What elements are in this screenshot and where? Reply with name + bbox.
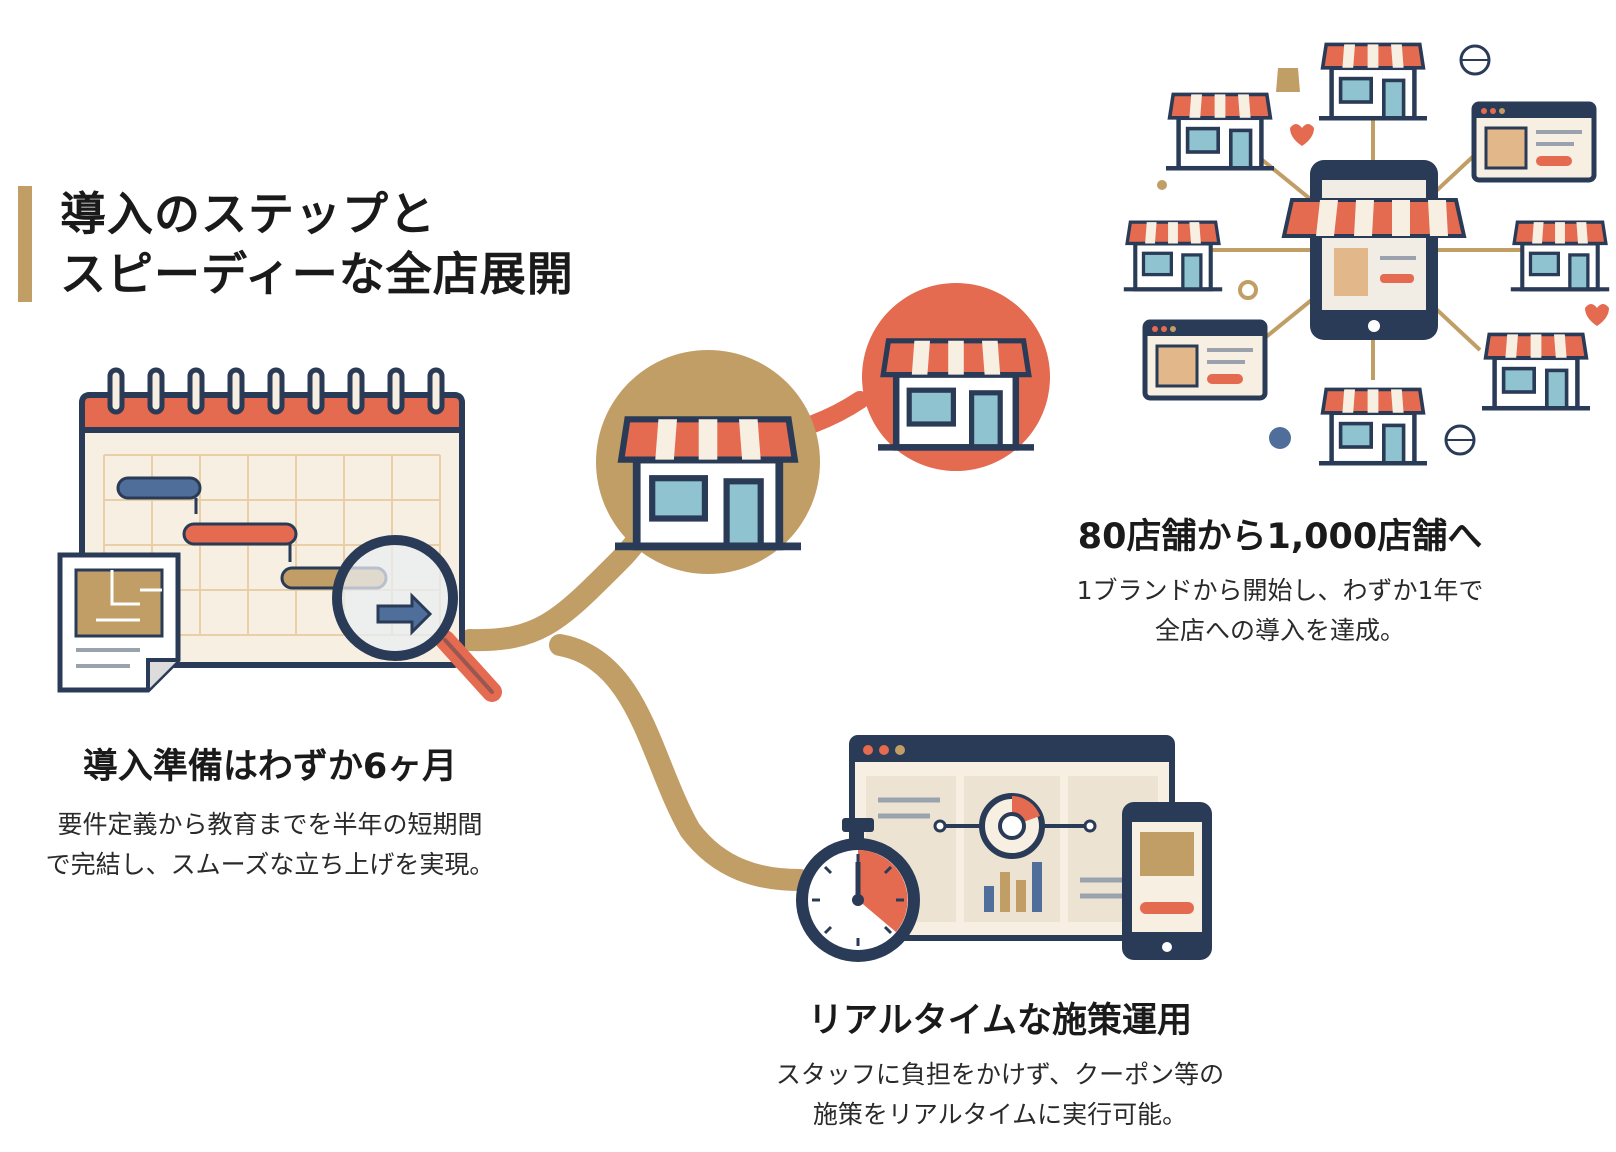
realtime-dashboard-icon	[796, 735, 1212, 962]
blueprint-document-icon	[57, 552, 181, 693]
step-realtime-description: スタッフに負担をかけず、クーポン等の 施策をリアルタイムに実行可能。	[760, 1055, 1240, 1135]
store-coral-circle-icon	[862, 283, 1050, 471]
page-title: 導入のステップと スピーディーな全店展開	[60, 184, 574, 304]
step-realtime-heading: リアルタイムな施策運用	[808, 1001, 1192, 1041]
store-network-icon	[1124, 44, 1609, 463]
store-gold-circle-icon	[596, 350, 820, 574]
step-preparation-heading: 導入準備はわずか6ヶ月	[82, 747, 458, 787]
step-expansion: 80店舗から1,000店舗へ 1ブランドから開始し、わずか1年で 全店への導入を…	[1060, 508, 1500, 651]
page-title-line-2: スピーディーな全店展開	[60, 247, 574, 301]
step-expansion-desc-line-2: 全店への導入を達成。	[1154, 616, 1405, 645]
magnifier-icon	[332, 535, 502, 702]
step-preparation-desc-line-2: で完結し、スムーズな立ち上げを実現。	[45, 850, 495, 879]
step-preparation: 導入準備はわずか6ヶ月 要件定義から教育までを半年の短期間 で完結し、スムーズな…	[40, 738, 500, 885]
step-realtime: リアルタイムな施策運用 スタッフに負担をかけず、クーポン等の 施策をリアルタイム…	[760, 992, 1240, 1135]
step-preparation-description: 要件定義から教育までを半年の短期間 で完結し、スムーズな立ち上げを実現。	[40, 805, 500, 885]
step-realtime-desc-line-2: 施策をリアルタイムに実行可能。	[812, 1100, 1188, 1129]
title-accent-bar	[18, 186, 32, 302]
step-realtime-desc-line-1: スタッフに負担をかけず、クーポン等の	[775, 1060, 1225, 1089]
step-expansion-desc-line-1: 1ブランドから開始し、わずか1年で	[1076, 576, 1484, 605]
branch-to-dashboard	[549, 634, 811, 891]
step-expansion-description: 1ブランドから開始し、わずか1年で 全店への導入を達成。	[1060, 571, 1500, 651]
page-title-line-1: 導入のステップと	[60, 187, 436, 241]
step-expansion-heading: 80店舗から1,000店舗へ	[1077, 517, 1483, 557]
step-preparation-desc-line-1: 要件定義から教育までを半年の短期間	[57, 810, 483, 839]
